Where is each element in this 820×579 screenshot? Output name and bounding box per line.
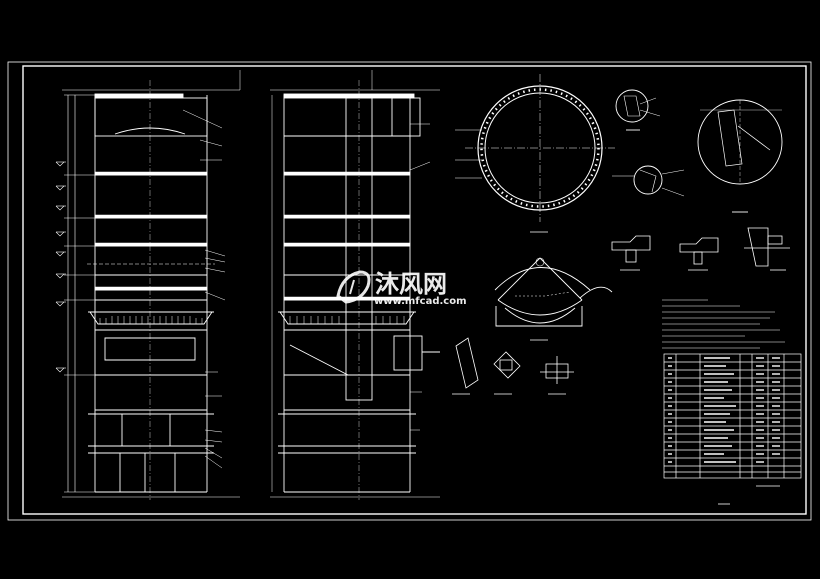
left-dimension-lines <box>62 89 240 498</box>
left-callout-leaders <box>182 109 226 469</box>
detail-circle-c <box>612 165 685 197</box>
sheet-border <box>7 61 812 521</box>
weld-details <box>611 227 790 271</box>
parts-list-row-marks <box>668 357 780 463</box>
left-elevation-marks <box>55 161 66 373</box>
watermark: 沐风网 www.mfcad.com <box>336 270 467 307</box>
detail-circle-b <box>697 99 783 213</box>
tower-left-details <box>87 171 215 324</box>
tower-elevation-left <box>88 93 214 493</box>
notes-block <box>662 299 785 349</box>
watermark-logo-icon <box>336 270 371 304</box>
sector-detail <box>494 257 613 341</box>
tower-right-details <box>239 70 440 498</box>
section-details <box>452 337 574 395</box>
parts-list-table <box>663 353 802 479</box>
detail-circle-a <box>615 89 661 131</box>
ring-plan-view <box>455 74 615 233</box>
watermark-title: 沐风网 <box>375 270 447 298</box>
title-block-marks <box>718 485 780 505</box>
watermark-url: www.mfcad.com <box>374 296 467 307</box>
tower-elevation-right <box>278 93 440 493</box>
